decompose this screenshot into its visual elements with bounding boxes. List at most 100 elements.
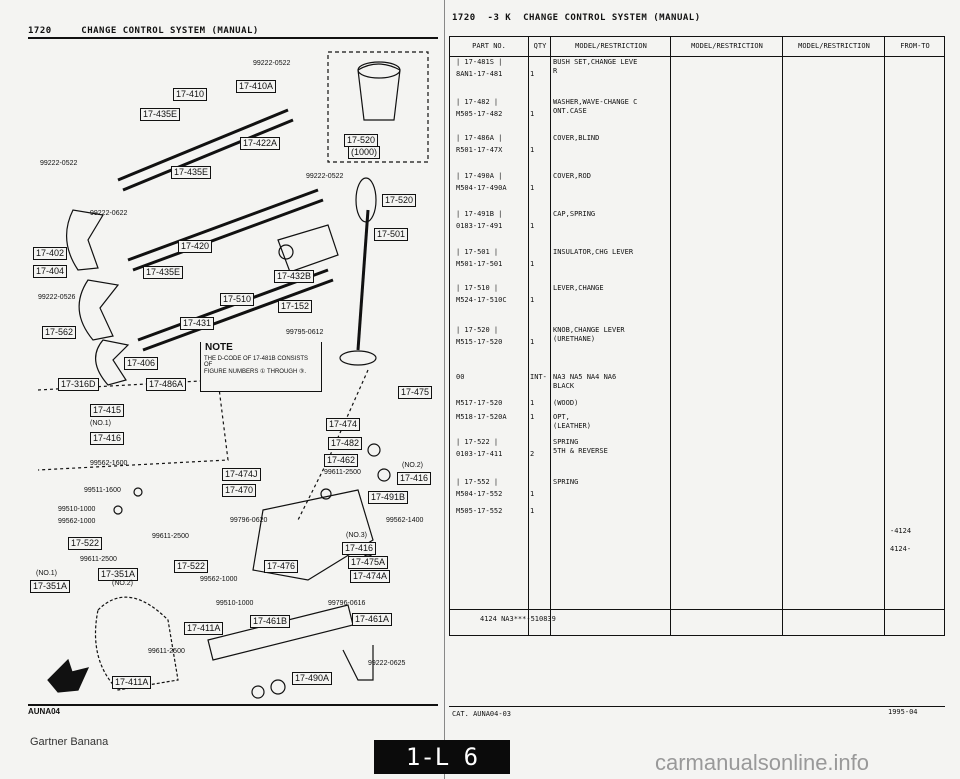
washer-icon (320, 488, 332, 500)
label-99222-0522-3: 99222-0522 (306, 173, 344, 180)
quantity: INT- (530, 373, 547, 381)
col-model-2: MODEL/RESTRICTION (691, 42, 763, 50)
front-direction-icon (47, 658, 90, 693)
quantity: 1 (530, 222, 535, 230)
label-99611-2500-3: 99611-2500 (80, 556, 117, 563)
footnote-rule (450, 609, 944, 610)
left-page-number: 1720 (28, 26, 52, 36)
watermark-left: Gartner Banana (30, 736, 109, 748)
col-divider (670, 37, 671, 635)
label-no1-b: (NO.1) (90, 420, 111, 427)
callout-17-522-2: 17-522 (174, 560, 209, 573)
label-99611-2500-2: 99611-2500 (152, 533, 189, 540)
part-number: M515-17-520 (456, 338, 503, 346)
part-number: M504-17-552 (456, 490, 503, 498)
part-number: 0183-17-491 (456, 222, 503, 230)
callout-17-501: 17-501 (374, 228, 409, 241)
description: WASHER,WAVE-CHANGE C ONT.CASE (553, 98, 638, 115)
left-page-header: 1720 CHANGE CONTROL SYSTEM (MANUAL) (28, 26, 259, 36)
callout-17-490A: 17-490A (292, 672, 333, 685)
callout-17-435E-3: 17-435E (143, 266, 184, 279)
callout-17-474: 17-474 (326, 418, 361, 431)
callout-17-510: 17-510 (220, 293, 255, 306)
shift-rod-2b (132, 198, 324, 272)
quantity: 1 (530, 490, 535, 498)
subassembly-frame (37, 379, 229, 471)
callout-17-152: 17-152 (278, 300, 313, 313)
right-page-number: 1720 (452, 13, 476, 23)
shift-knob-icon (357, 63, 401, 121)
from-to-2: 4124- (890, 545, 912, 553)
callout-17-351A: 17-351A (98, 568, 139, 581)
part-number: M504-17-490A (456, 184, 507, 192)
callout-17-470: 17-470 (222, 484, 257, 497)
ref-box: | 17-481S | (456, 58, 503, 66)
label-99796-0620: 99796-0620 (230, 517, 268, 524)
quantity: 1 (530, 260, 535, 268)
callout-17-520-2: 17-520 (382, 194, 417, 207)
knob-inset-frame (327, 51, 429, 163)
label-99222-0522: 99222-0522 (253, 60, 291, 67)
ref-box: | 17-522 | (456, 438, 499, 446)
description: SPRING 5TH & REVERSE (553, 438, 608, 455)
description: BUSH SET,CHANGE LEVE R (553, 58, 638, 75)
catalog-date: 1995-04 (888, 708, 918, 716)
description: COVER,BLIND (553, 134, 600, 142)
label-no3: (NO.3) (346, 532, 367, 539)
parts-illustration (37, 51, 429, 699)
extension-rod-icon (207, 604, 354, 661)
figure-marker-2 (278, 244, 294, 260)
bolt-icon (113, 505, 123, 515)
callout-17-416-2: 17-416 (397, 472, 432, 485)
note-title: NOTE (205, 342, 233, 353)
shift-fork-1-icon (65, 209, 104, 271)
description: OPT, (LEATHER) (553, 413, 591, 430)
quantity: 1 (530, 146, 535, 154)
right-page-code: -3 K (487, 13, 512, 23)
quantity: 1 (530, 413, 535, 421)
shift-head-icon (277, 224, 339, 273)
description: NA3 NA5 NA4 NA6 BLACK (553, 373, 617, 390)
part-number: R501-17-47X (456, 146, 503, 154)
callout-17-432B: 17-432B (274, 270, 315, 283)
col-divider (884, 37, 885, 635)
shift-rod-2 (127, 188, 319, 262)
bolt-icon (133, 487, 143, 497)
label-99222-0526: 99222-0526 (38, 294, 76, 301)
right-footer-rule (449, 706, 945, 707)
col-model-3: MODEL/RESTRICTION (798, 42, 870, 50)
label-no2: (NO.2) (402, 462, 423, 469)
label-99562-1000-2: 99562-1000 (200, 576, 238, 583)
callout-17-486A: 17-486A (146, 378, 187, 391)
quantity: 1 (530, 184, 535, 192)
label-99511-1600: 99511-1600 (84, 487, 121, 494)
col-divider (782, 37, 783, 635)
table-footnote: 4124 NA3***-510839 (480, 615, 556, 623)
note-box: NOTE THE D-CODE OF 17-481B CONSISTS OF F… (200, 342, 322, 392)
callout-17-431: 17-431 (180, 317, 215, 330)
callout-17-475A: 17-475A (348, 556, 389, 569)
callout-17-410: 17-410 (173, 88, 208, 101)
part-number: M524-17-510C (456, 296, 507, 304)
label-99611-2500-4: 99611-2500 (148, 648, 185, 655)
from-to-1: -4124 (890, 527, 912, 535)
part-number: 00 (456, 373, 465, 381)
callout-17-415: 17-415 (90, 404, 125, 417)
callout-17-474A: 17-474A (350, 570, 391, 583)
watermark-right: carmanualsonline.info (655, 750, 870, 775)
part-number: 0103-17-411 (456, 450, 503, 458)
shift-rod-1 (117, 108, 289, 182)
callout-17-562: 17-562 (42, 326, 77, 339)
callout-17-474J: 17-474J (222, 468, 261, 481)
callout-17-461A: 17-461A (352, 613, 393, 626)
col-from-to: FROM-TO (900, 42, 930, 50)
lever-boot-icon (355, 177, 377, 223)
right-page-title: CHANGE CONTROL SYSTEM (MANUAL) (523, 13, 701, 23)
ref-box: | 17-520 | (456, 326, 499, 334)
figure-marker-2c (251, 685, 265, 699)
label-99510-1000: 99510-1000 (58, 506, 96, 513)
callout-17-522: 17-522 (68, 537, 103, 550)
note-line-1: THE D-CODE OF 17-481B CONSISTS OF (204, 356, 309, 368)
ref-box: | 17-552 | (456, 478, 499, 486)
callout-17-411A: 17-411A (184, 622, 224, 635)
